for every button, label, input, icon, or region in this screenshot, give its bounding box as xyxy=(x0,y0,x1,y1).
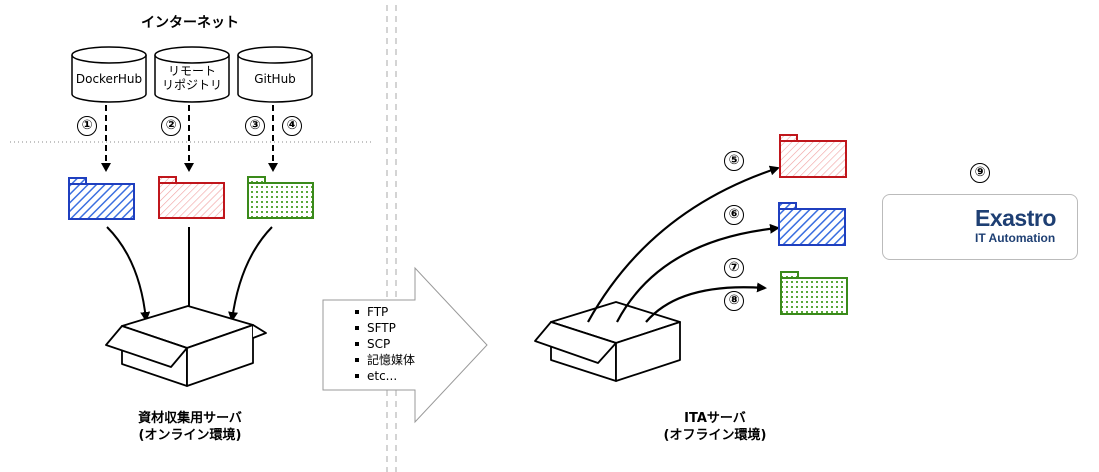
step-5-badge: ⑤ xyxy=(724,151,744,171)
step-7-badge: ⑦ xyxy=(724,258,744,278)
folder-icon-blue xyxy=(778,202,846,246)
transfer-method-item: SCP xyxy=(353,336,415,352)
transfer-method-item: etc... xyxy=(353,368,415,384)
logo-sub-text: IT Automation xyxy=(975,231,1056,245)
curved-arrow xyxy=(645,282,767,323)
online-server-env: (オンライン環境) xyxy=(138,428,242,443)
step-9-badge: ⑨ xyxy=(970,163,990,183)
box-icon-online xyxy=(105,305,267,387)
transfer-arrow xyxy=(322,266,488,424)
step-8-badge: ⑧ xyxy=(724,291,744,311)
folder-icon-green xyxy=(247,176,314,219)
transfer-method-list: FTP SFTP SCP 記憶媒体 etc... xyxy=(353,304,415,384)
offline-server-env: (オフライン環境) xyxy=(663,428,767,443)
folder-icon-blue xyxy=(68,177,135,220)
step-6-badge: ⑥ xyxy=(724,205,744,225)
arrow-head-icon xyxy=(184,163,194,172)
github-label: GitHub xyxy=(254,72,296,86)
database-remote-repository xyxy=(154,46,230,103)
database-dockerhub xyxy=(71,46,147,103)
logo-main-text: Exastro xyxy=(975,205,1056,231)
curved-arrow xyxy=(228,226,273,322)
dockerhub-label: DockerHub xyxy=(75,72,143,86)
internet-title: インターネット xyxy=(141,15,239,31)
offline-server-label: ITAサーバ (オフライン環境) xyxy=(635,410,795,444)
offline-server-name: ITAサーバ xyxy=(684,411,746,426)
folder-icon-green xyxy=(780,271,848,315)
remote-repository-label-line1: リモート xyxy=(167,64,216,78)
arrow-head-icon xyxy=(268,163,278,172)
database-github xyxy=(237,46,313,103)
transfer-method-item: FTP xyxy=(353,304,415,320)
online-server-label: 資材収集用サーバ (オンライン環境) xyxy=(110,410,270,444)
box-icon-offline xyxy=(534,301,681,382)
remote-repository-label-line2: リポジトリ xyxy=(161,78,222,92)
remote-repository-label: リモート リポジトリ xyxy=(155,64,229,92)
online-server-name: 資材収集用サーバ xyxy=(138,411,242,426)
curved-arrow xyxy=(587,165,780,323)
arrow-head-icon xyxy=(101,163,111,172)
transfer-method-item: SFTP xyxy=(353,320,415,336)
curved-arrow xyxy=(106,226,151,322)
step-1-badge: ① xyxy=(77,116,97,136)
step-2-badge: ② xyxy=(161,116,181,136)
transfer-method-item: 記憶媒体 xyxy=(353,352,415,368)
step-4-badge: ④ xyxy=(282,116,302,136)
step-3-badge: ③ xyxy=(245,116,265,136)
curved-arrow xyxy=(616,223,780,323)
folder-icon-red xyxy=(779,134,847,178)
folder-icon-red xyxy=(158,176,225,219)
exastro-logo: Exastro IT Automation xyxy=(882,194,1078,260)
